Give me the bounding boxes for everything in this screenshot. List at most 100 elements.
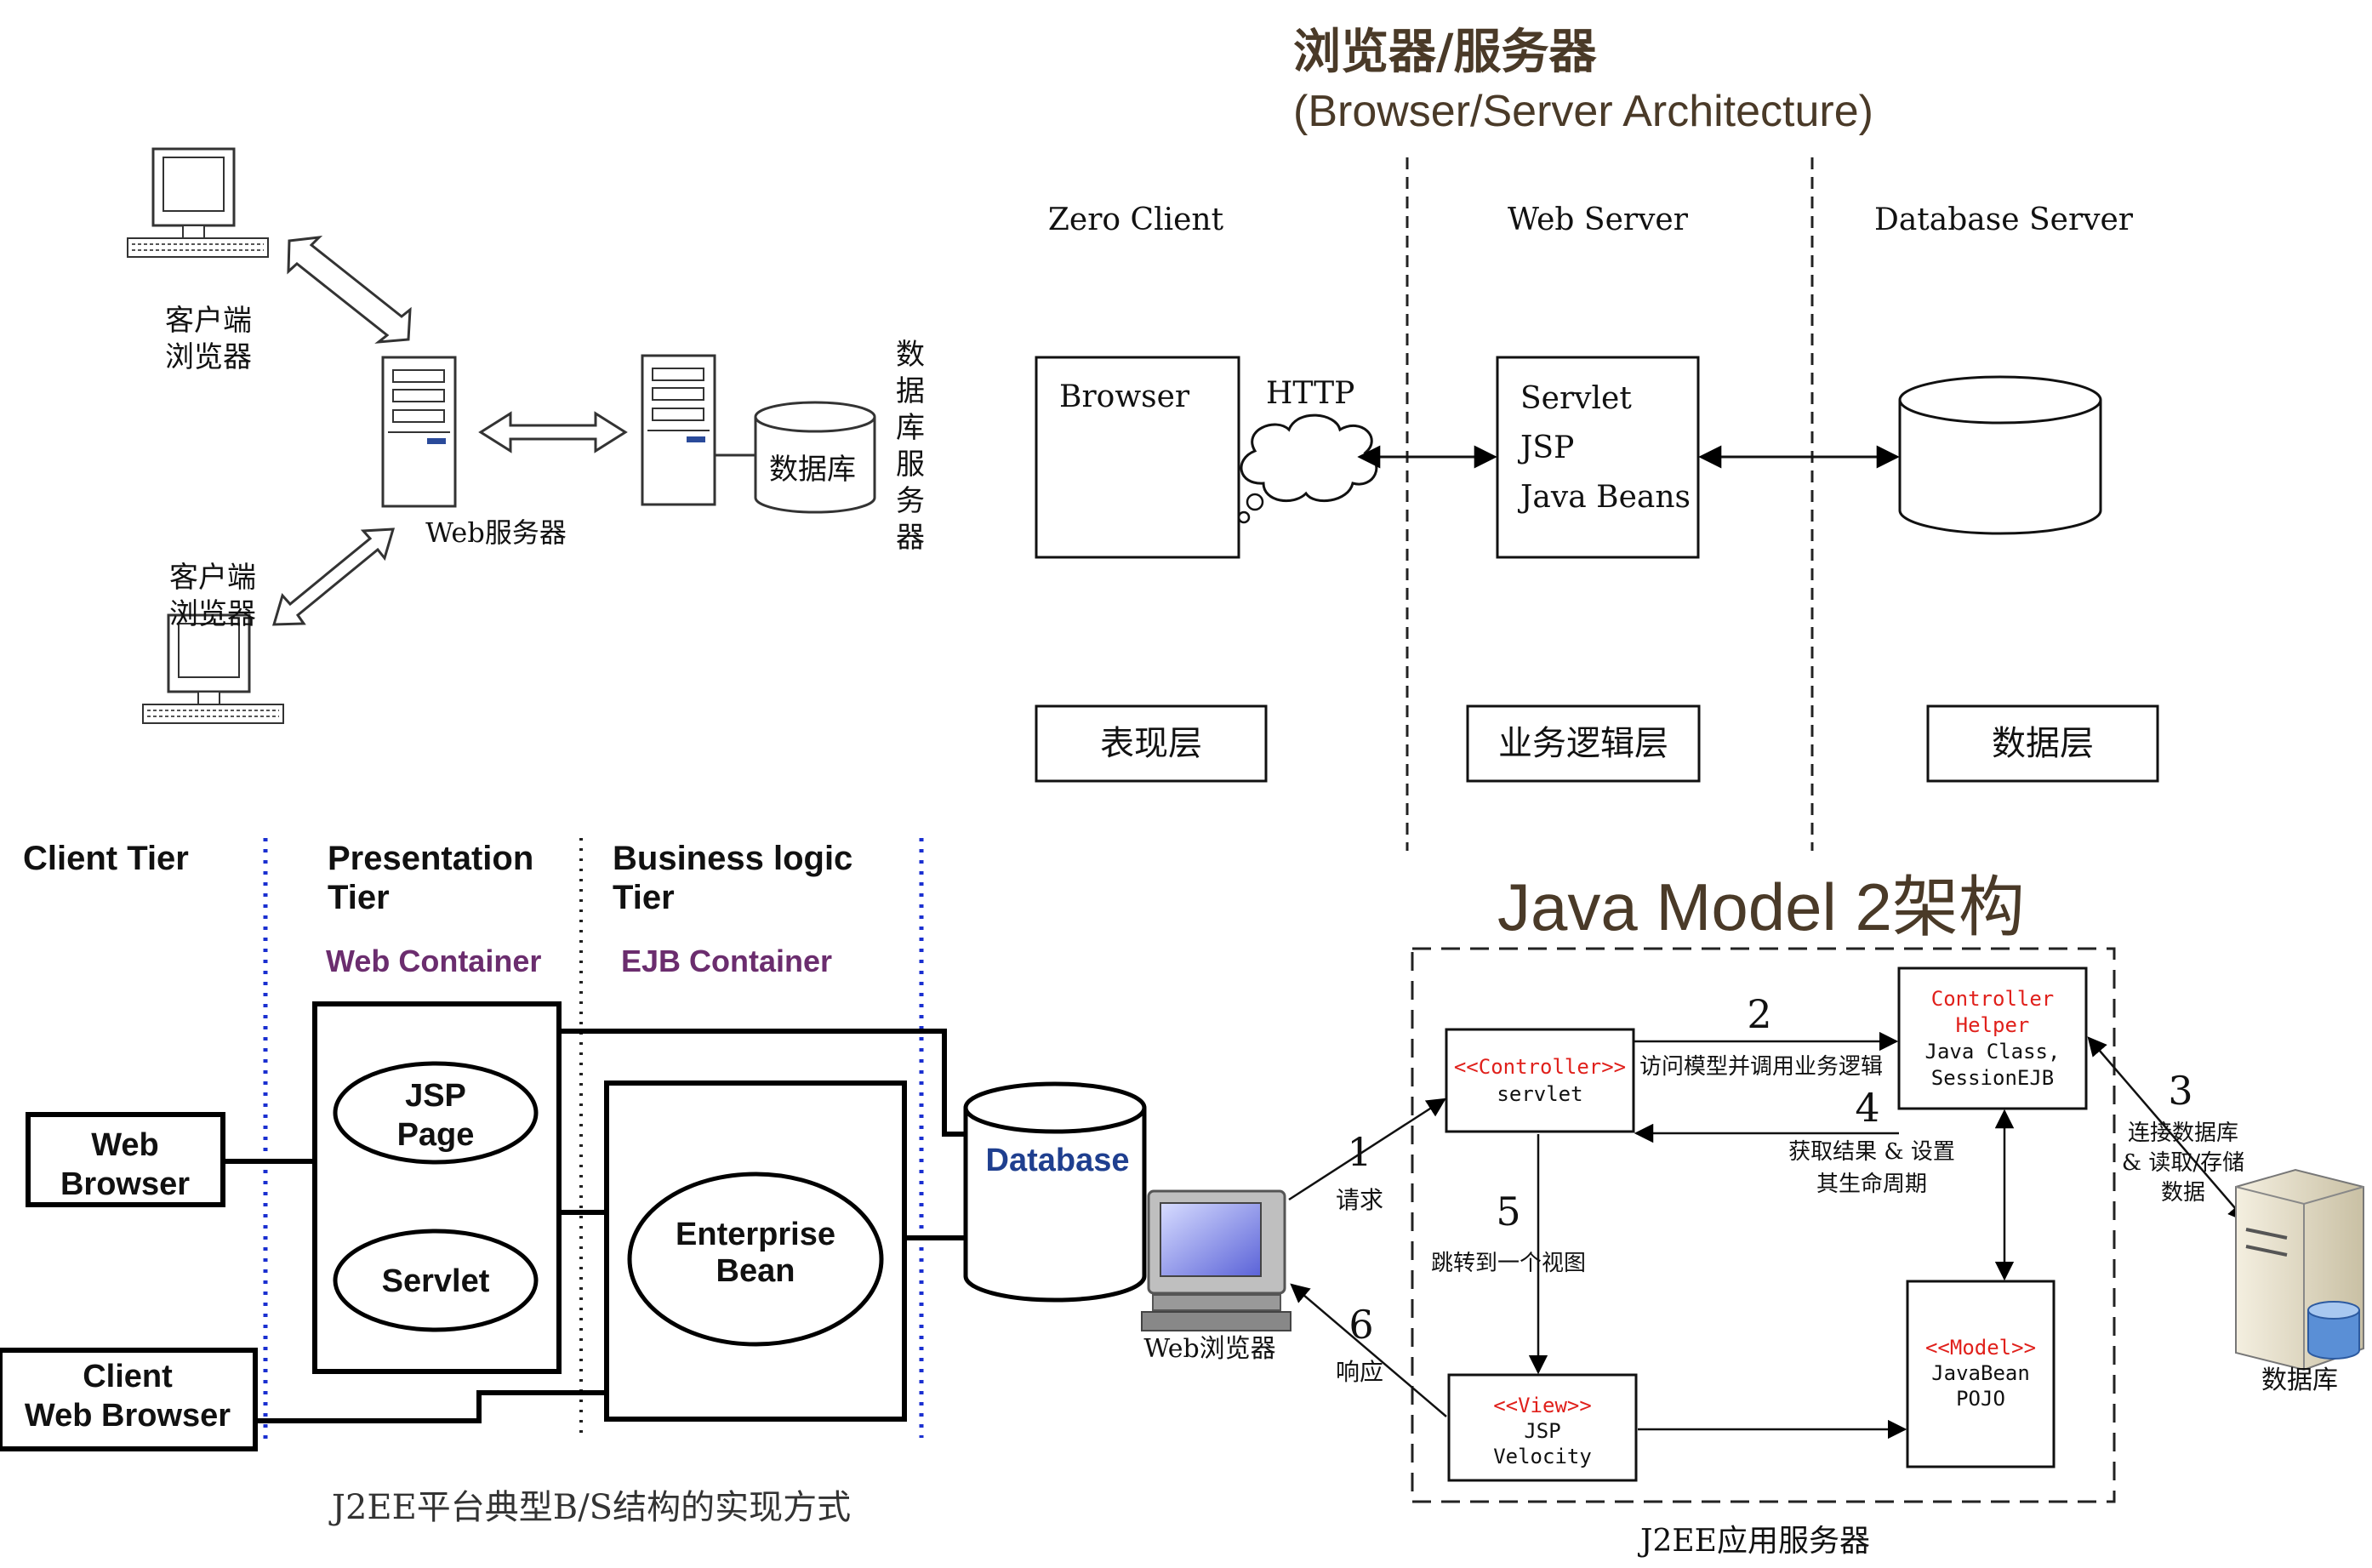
controller-box [1445, 1028, 1635, 1133]
client-browser-label: 客户端 [165, 304, 252, 338]
model2-title: Java Model 2架构 [1497, 870, 2025, 944]
web-server-label: Web服务器 [425, 516, 567, 549]
step-1-text: 请求 [1336, 1186, 1383, 1214]
j2ee-tiers-diagram [0, 838, 1147, 1451]
presentation-tier-heading: Presentation [328, 840, 533, 877]
client-web-browser-label: Web Browser [25, 1398, 231, 1434]
controller-stereotype: <<Controller>> [1454, 1055, 1626, 1079]
app-server-boundary [1411, 947, 2116, 1503]
web-browser-label: Web [91, 1127, 159, 1163]
business-tier-heading: Tier [613, 879, 675, 916]
bs-title-cn: 浏览器/服务器 [1293, 24, 1597, 80]
controller-helper-box [1897, 966, 2088, 1110]
view-line: JSP [1524, 1419, 1560, 1443]
db-server-vertical-label: 务 [896, 484, 925, 518]
double-arrow-icon [271, 236, 628, 626]
business-tier-heading: Business logic [613, 840, 852, 877]
web-browser-computer-icon [1141, 1189, 1291, 1331]
controller-name: servlet [1497, 1082, 1582, 1106]
data-layer-label: 数据层 [1992, 724, 2094, 763]
topleft-diagram [127, 147, 876, 724]
client-browser-label: 客户端 [169, 561, 256, 595]
client-browser-label: 浏览器 [169, 597, 256, 631]
column-header-web-server: Web Server [1508, 202, 1689, 237]
browser-box [1035, 356, 1240, 559]
step-6-number: 6 [1349, 1302, 1373, 1348]
db-server-vertical-label: 数 [896, 338, 925, 372]
controller-helper-line: SessionEJB [1931, 1066, 2055, 1090]
servlet-ellipse [333, 1229, 539, 1332]
client-browser-label: 浏览器 [165, 340, 252, 374]
web-server-item: JSP [1517, 430, 1574, 465]
bs-title-en: (Browser/Server Architecture) [1293, 87, 1873, 136]
enterprise-bean-label: Enterprise [676, 1217, 835, 1252]
step-4-number: 4 [1855, 1085, 1879, 1131]
web-browser-label: Browser [60, 1166, 190, 1202]
database-label: 数据库 [769, 453, 856, 487]
database-server-icon [2235, 1168, 2364, 1371]
view-line: Velocity [1493, 1445, 1592, 1468]
web-server-item: Java Beans [1517, 480, 1691, 515]
controller-helper-line: Controller [1931, 987, 2055, 1011]
jsp-page-label: JSP [405, 1078, 466, 1114]
step-1-number: 1 [1347, 1129, 1371, 1175]
client-tier-heading: Client Tier [23, 840, 189, 877]
presentation-tier-heading: Tier [328, 879, 390, 916]
j2ee-caption: J2EE平台典型B/S结构的实现方式 [328, 1488, 851, 1527]
step-4-text: 其生命周期 [1816, 1172, 1927, 1197]
web-browser-box [26, 1112, 225, 1207]
controller-helper-line: Java Class, [1925, 1040, 2061, 1063]
column-header-zero-client: Zero Client [1048, 202, 1224, 237]
step-5-number: 5 [1496, 1189, 1520, 1234]
presentation-layer-label: 表现层 [1100, 724, 1202, 763]
layer-box [1466, 704, 1701, 783]
database-cylinder-icon [715, 401, 876, 514]
database-label: 数据库 [2261, 1366, 2338, 1395]
model-box [1906, 1280, 2056, 1468]
db-server-vertical-label: 据 [896, 374, 925, 408]
database-server-cylinder [1898, 375, 2102, 535]
app-server-label: J2EE应用服务器 [1637, 1524, 1870, 1559]
controller-helper-line: Helper [1956, 1013, 2030, 1037]
view-box [1447, 1373, 1638, 1482]
business-layer-label: 业务逻辑层 [1498, 724, 1668, 763]
jsp-page-label: Page [397, 1117, 475, 1153]
db-server-vertical-label: 服 [896, 448, 925, 482]
step-3-number: 3 [2168, 1068, 2192, 1114]
model2-diagram [1141, 947, 2364, 1503]
step-4-text: 获取结果 & 设置 [1788, 1139, 1955, 1165]
database-label: Database [986, 1143, 1130, 1178]
db-server-vertical-label: 器 [896, 521, 925, 555]
model-line: <<Model>> [1925, 1336, 2036, 1360]
database-server-icon [641, 354, 716, 506]
client-computer-icon [142, 613, 284, 724]
client-web-browser-box [0, 1348, 258, 1451]
browser-label: Browser [1059, 379, 1190, 414]
web-server-icon [381, 356, 457, 508]
client-web-browser-label: Client [83, 1359, 173, 1394]
step-6-text: 响应 [1336, 1358, 1383, 1386]
enterprise-bean-label: Bean [716, 1253, 795, 1289]
step-3-text: & 读取/存储 [2122, 1150, 2244, 1176]
http-label: HTTP [1266, 376, 1354, 411]
step-3-text: 数据 [2161, 1180, 2205, 1206]
web-container-label: Web Container [326, 944, 541, 978]
column-header-database-server: Database Server [1874, 202, 2134, 237]
http-cloud-icon [1237, 413, 1378, 524]
enterprise-bean-ellipse [627, 1172, 884, 1347]
bs-architecture-diagram [1035, 157, 2159, 851]
jsp-page-ellipse [333, 1061, 539, 1165]
step-5-text: 跳转到一个视图 [1431, 1251, 1586, 1276]
step-2-number: 2 [1747, 991, 1771, 1037]
database-cylinder [963, 1081, 1147, 1303]
web-server-item: Servlet [1520, 381, 1632, 416]
step-2-text: 访问模型并调用业务逻辑 [1639, 1054, 1883, 1080]
ejb-container-label: EJB Container [621, 944, 832, 978]
servlet-label: Servlet [382, 1263, 490, 1299]
model-line: POJO [1956, 1387, 2005, 1411]
layer-box [1926, 704, 2159, 783]
web-browser-label: Web浏览器 [1143, 1334, 1275, 1364]
db-server-vertical-label: 库 [896, 411, 925, 445]
